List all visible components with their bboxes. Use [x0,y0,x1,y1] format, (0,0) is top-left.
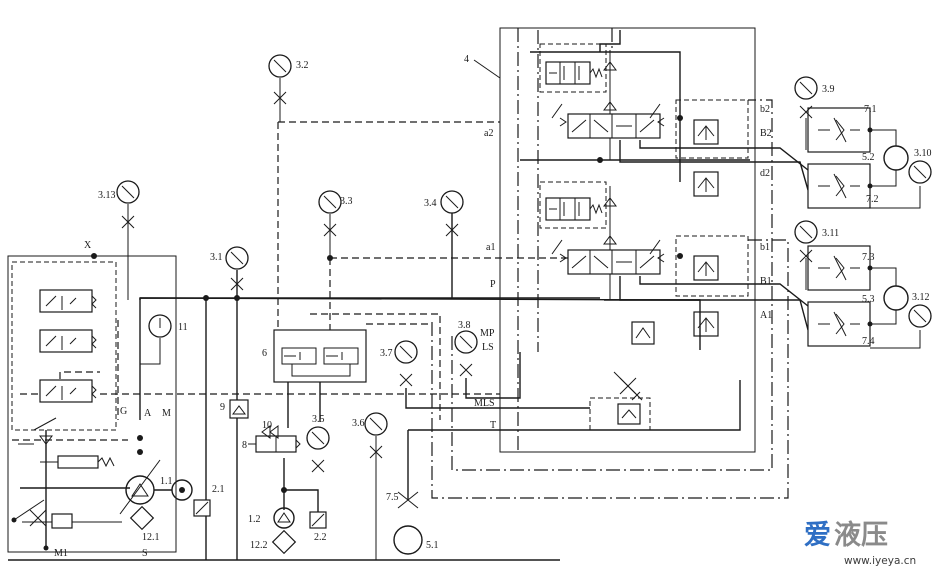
gauge-3-5 [306,426,330,473]
label-3-11: 3.11 [822,228,839,239]
label-3-5: 3.5 [312,414,325,425]
label-11: 11 [178,322,188,333]
gauge-3-8 [454,330,478,377]
valve-block-6 [273,329,367,383]
label-3-10: 3.10 [914,148,932,159]
label-a2: a2 [484,128,493,139]
label-7-1: 7.1 [864,104,877,115]
main-pump-unit [7,255,193,553]
label-7-2: 7.2 [866,194,879,205]
label-1-2: 1.2 [248,514,261,525]
label-1-1: 1.1 [160,476,173,487]
section-2-valves [539,43,749,197]
label-B1: B1 [760,276,772,287]
pilot-lines [12,121,570,441]
label-3-9: 3.9 [822,84,835,95]
label-3-1: 3.1 [210,252,223,263]
label-b1: b1 [760,242,770,253]
label-a1: a1 [486,242,495,253]
label-5-1: 5.1 [426,540,439,551]
gauge-3-9 [794,76,818,119]
label-9: 9 [220,402,225,413]
right-actuators [393,107,921,555]
gauge-3-1 [225,246,249,291]
watermark-url: www.iyeya.cn [844,555,916,567]
label-3-12: 3.12 [912,292,930,303]
label-P: P [490,279,496,290]
gauge-3-11 [794,220,818,263]
label-T: T [490,420,496,431]
label-3-4: 3.4 [424,198,437,209]
label-M1: M1 [54,548,68,559]
gauge-3-13 [116,180,140,300]
label-3-13: 3.13 [98,190,116,201]
section-1-valves [539,181,749,345]
label-B2: B2 [760,128,772,139]
label-7-4: 7.4 [862,336,875,347]
gauge-11 [140,314,172,365]
gauge-3-10 [908,160,932,184]
watermark-logo: 爱 液压 www.iyeya.cn [804,520,916,567]
label-3-7: 3.7 [380,348,393,359]
label-X: X [84,240,92,251]
label-A: A [144,408,152,419]
valve-block-4 [473,27,756,453]
label-3-3: 3.3 [340,196,353,207]
watermark-chars: 液压 [834,520,888,551]
label-3-6: 3.6 [352,418,365,429]
label-10: 10 [262,420,272,431]
component-labels: 3.2 3.9 7.1 b2 B2 5.2 3.10 7.2 d2 4 a2 3… [54,54,932,559]
label-LS: LS [482,342,494,353]
label-2-1: 2.1 [212,484,225,495]
gauge-3-4 [440,190,464,237]
label-7-3: 7.3 [862,252,875,263]
label-G: G [120,406,127,417]
label-7-5: 7.5 [386,492,399,503]
junction-dots [11,115,873,551]
label-MP: MP [480,328,495,339]
gauges [116,54,932,560]
label-d2: d2 [760,168,770,179]
gauge-3-7 [394,340,418,387]
label-12-1: 12.1 [142,532,160,543]
label-5-3: 5.3 [862,294,875,305]
label-8: 8 [242,440,247,451]
aux-pump-unit [193,399,327,555]
label-2-2: 2.2 [314,532,327,543]
gauge-3-2 [268,54,292,122]
label-12-2: 12.2 [250,540,268,551]
label-4: 4 [464,54,469,65]
label-MLS: MLS [474,398,495,409]
gauge-3-3 [318,190,342,258]
label-S: S [142,548,148,559]
label-6: 6 [262,348,267,359]
label-b2: b2 [760,104,770,115]
label-M: M [162,408,171,419]
label-3-8: 3.8 [458,320,471,331]
label-A1: A1 [760,310,772,321]
load-sensing-valves [589,371,651,431]
label-5-2: 5.2 [862,152,875,163]
gauge-3-12 [908,304,932,328]
gauge-3-6 [364,412,388,560]
watermark-char-1: 爱 [804,520,831,551]
label-3-2: 3.2 [296,60,309,71]
